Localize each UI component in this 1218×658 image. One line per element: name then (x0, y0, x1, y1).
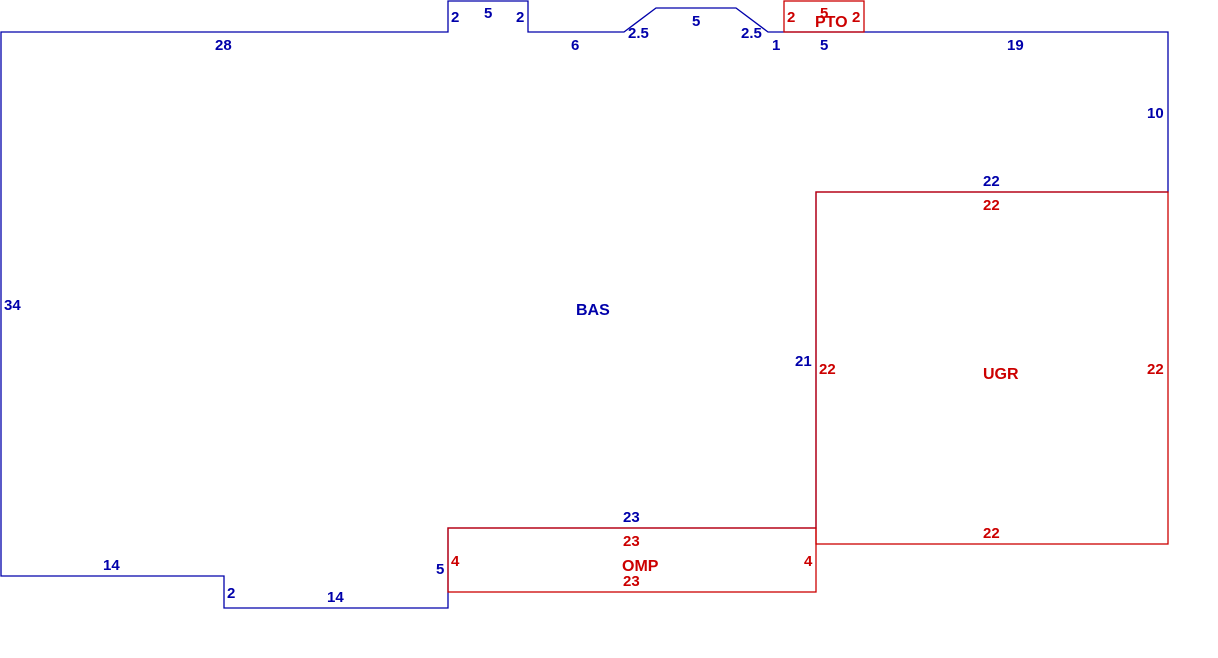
dim-bottom-right: 14 (103, 557, 120, 574)
dim-ugr-left: 22 (819, 361, 836, 378)
dim-ugr-left-main: 21 (795, 353, 812, 370)
dim-omp-right-jog: 5 (436, 561, 444, 578)
dim-bay-top: 5 (692, 13, 700, 30)
pto-outline (783, 0, 865, 33)
dim-right-upper: 10 (1147, 105, 1164, 122)
ugr-outline (815, 191, 1169, 545)
dim-bay-left: 2.5 (628, 25, 649, 42)
dim-omp-left: 4 (451, 553, 460, 570)
dim-bump-top: 5 (484, 5, 492, 22)
dim-bottom-step: 2 (227, 585, 235, 602)
dim-bump-right: 2 (516, 9, 524, 26)
main-outline (0, 0, 1169, 609)
dim-left: 34 (4, 297, 21, 314)
dim-ugr-top-main: 22 (983, 173, 1000, 190)
dim-top-mid: 6 (571, 37, 579, 54)
area-label-ugr: UGR (983, 366, 1019, 383)
dim-omp-bottom: 23 (623, 573, 640, 590)
dim-top-right: 19 (1007, 37, 1024, 54)
dim-step: 1 (772, 37, 780, 54)
dim-top-pto: 5 (820, 37, 828, 54)
dim-ugr-top: 22 (983, 197, 1000, 214)
dim-top-left: 28 (215, 37, 232, 54)
dim-bottom-left: 14 (327, 589, 344, 606)
dim-ugr-right: 22 (1147, 361, 1164, 378)
dim-omp-right: 4 (804, 553, 813, 570)
dim-bump-left: 2 (451, 9, 459, 26)
dim-omp-top: 23 (623, 533, 640, 550)
area-label-pto: PTO (815, 14, 848, 31)
area-label-bas: BAS (576, 302, 610, 319)
dim-pto-top: 5 (820, 5, 828, 22)
dim-omp-top-main: 23 (623, 509, 640, 526)
area-label-omp: OMP (622, 558, 659, 575)
dim-bay-right: 2.5 (741, 25, 762, 42)
dim-pto-right: 2 (852, 9, 860, 26)
dim-pto-left: 2 (787, 9, 795, 26)
dim-ugr-bottom: 22 (983, 525, 1000, 542)
omp-outline (447, 527, 817, 593)
